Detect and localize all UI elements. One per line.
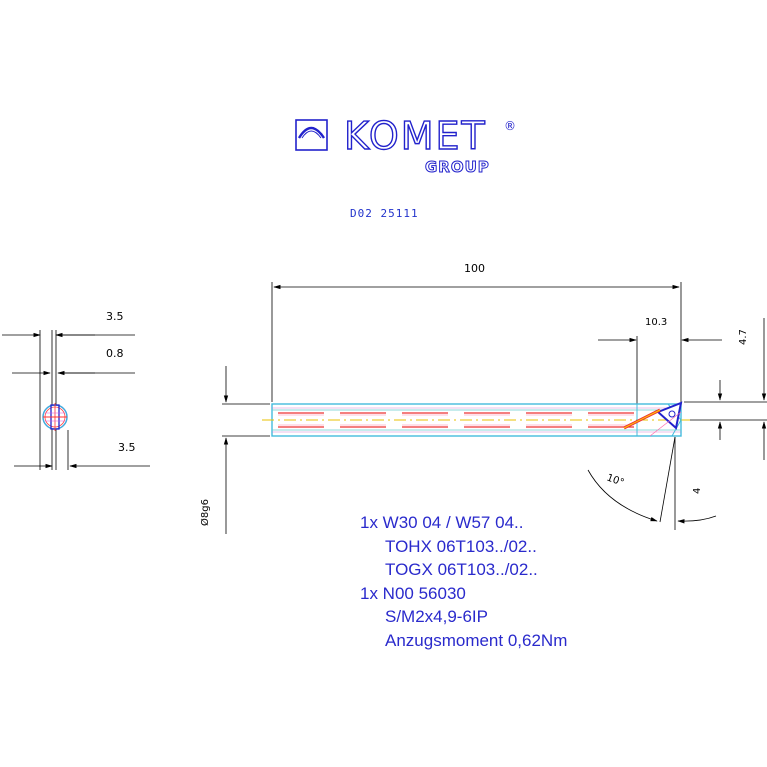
insert-icon: [623, 401, 683, 437]
dim-height-right: 4.7: [738, 329, 749, 345]
dim-length: 100: [464, 262, 485, 275]
dim-angle: 10°: [605, 472, 625, 488]
parts-list: 1x W30 04 / W57 04.. TOHX 06T103../02.. …: [360, 511, 720, 652]
parts-line-2: TOHX 06T103../02..: [385, 536, 537, 556]
logo-brand-text: KOMET: [344, 114, 487, 158]
parts-line-3: TOGX 06T103../02..: [385, 560, 538, 579]
dim-insert-offset: 10.3: [645, 317, 667, 328]
boring-bar-view: 100 10.3 4.7 Ø8g6: [199, 262, 767, 534]
logo-group-text: GROUP: [425, 158, 490, 176]
dim-side-bottom: 3.5: [118, 441, 136, 454]
dim-small: 4: [692, 488, 703, 494]
parts-line-5: S/M2x4,9-6IP: [385, 607, 488, 626]
parts-line-1: 1x W30 04 / W57 04..: [360, 513, 524, 532]
drawing-reference: D02 25111: [350, 207, 419, 220]
logo-registered-mark: ®: [504, 119, 516, 133]
dim-side-top: 3.5: [106, 310, 124, 323]
parts-line-4: 1x N00 56030: [360, 583, 466, 603]
logo-emblem-icon: [295, 119, 328, 151]
komet-logo: KOMET ® GROUP: [295, 113, 516, 177]
parts-line-6: Anzugsmoment 0,62Nm: [385, 630, 568, 650]
dim-shank-diameter: Ø8g6: [199, 499, 211, 526]
side-view: 3.5 0.8 3.5: [2, 310, 150, 470]
dim-side-mid: 0.8: [106, 347, 124, 360]
